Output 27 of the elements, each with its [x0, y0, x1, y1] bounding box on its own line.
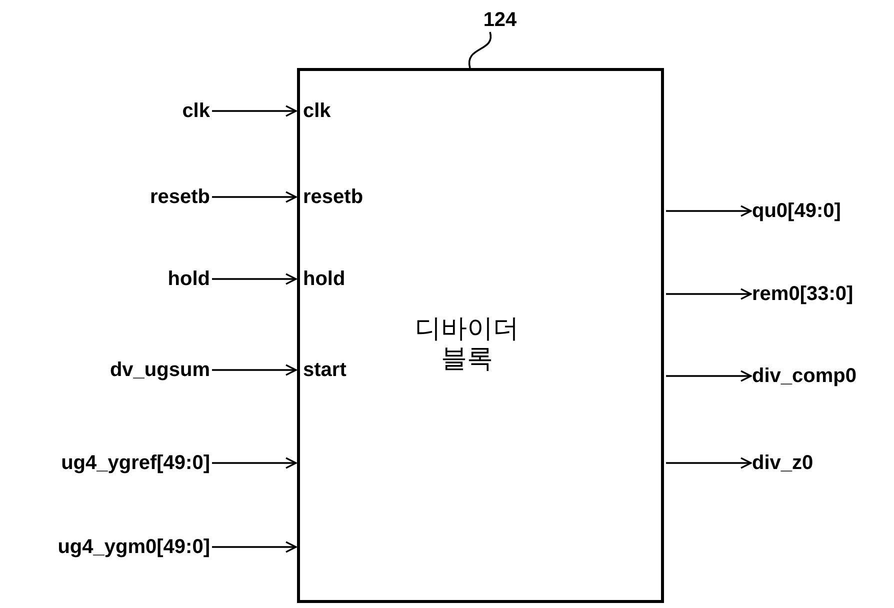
signal-label: dv_ugsum — [110, 360, 210, 380]
arrow — [212, 105, 297, 117]
port-label: hold — [303, 269, 346, 289]
arrow — [212, 273, 297, 285]
signal-label: div_z0 — [752, 453, 814, 473]
arrow — [212, 541, 297, 553]
arrow — [666, 370, 752, 382]
arrow — [212, 191, 297, 203]
divider-block — [297, 68, 664, 603]
block-title: 디바이더 블록 — [414, 313, 520, 373]
signal-label: clk — [182, 101, 210, 121]
signal-label: ug4_ygm0[49:0] — [58, 537, 210, 557]
arrow — [666, 288, 752, 300]
port-label: resetb — [303, 187, 364, 207]
reference-number: 124 — [483, 10, 517, 30]
signal-label: div_comp0 — [752, 366, 856, 386]
port-label: start — [303, 360, 346, 380]
signal-label: rem0[33:0] — [752, 284, 854, 304]
arrow — [666, 457, 752, 469]
arrow — [212, 457, 297, 469]
port-label: clk — [303, 101, 331, 121]
signal-label: resetb — [150, 187, 210, 207]
arrow — [666, 205, 752, 217]
signal-label: qu0[49:0] — [752, 201, 841, 221]
signal-label: hold — [168, 269, 210, 289]
signal-label: ug4_ygref[49:0] — [61, 453, 210, 473]
arrow — [212, 364, 297, 376]
